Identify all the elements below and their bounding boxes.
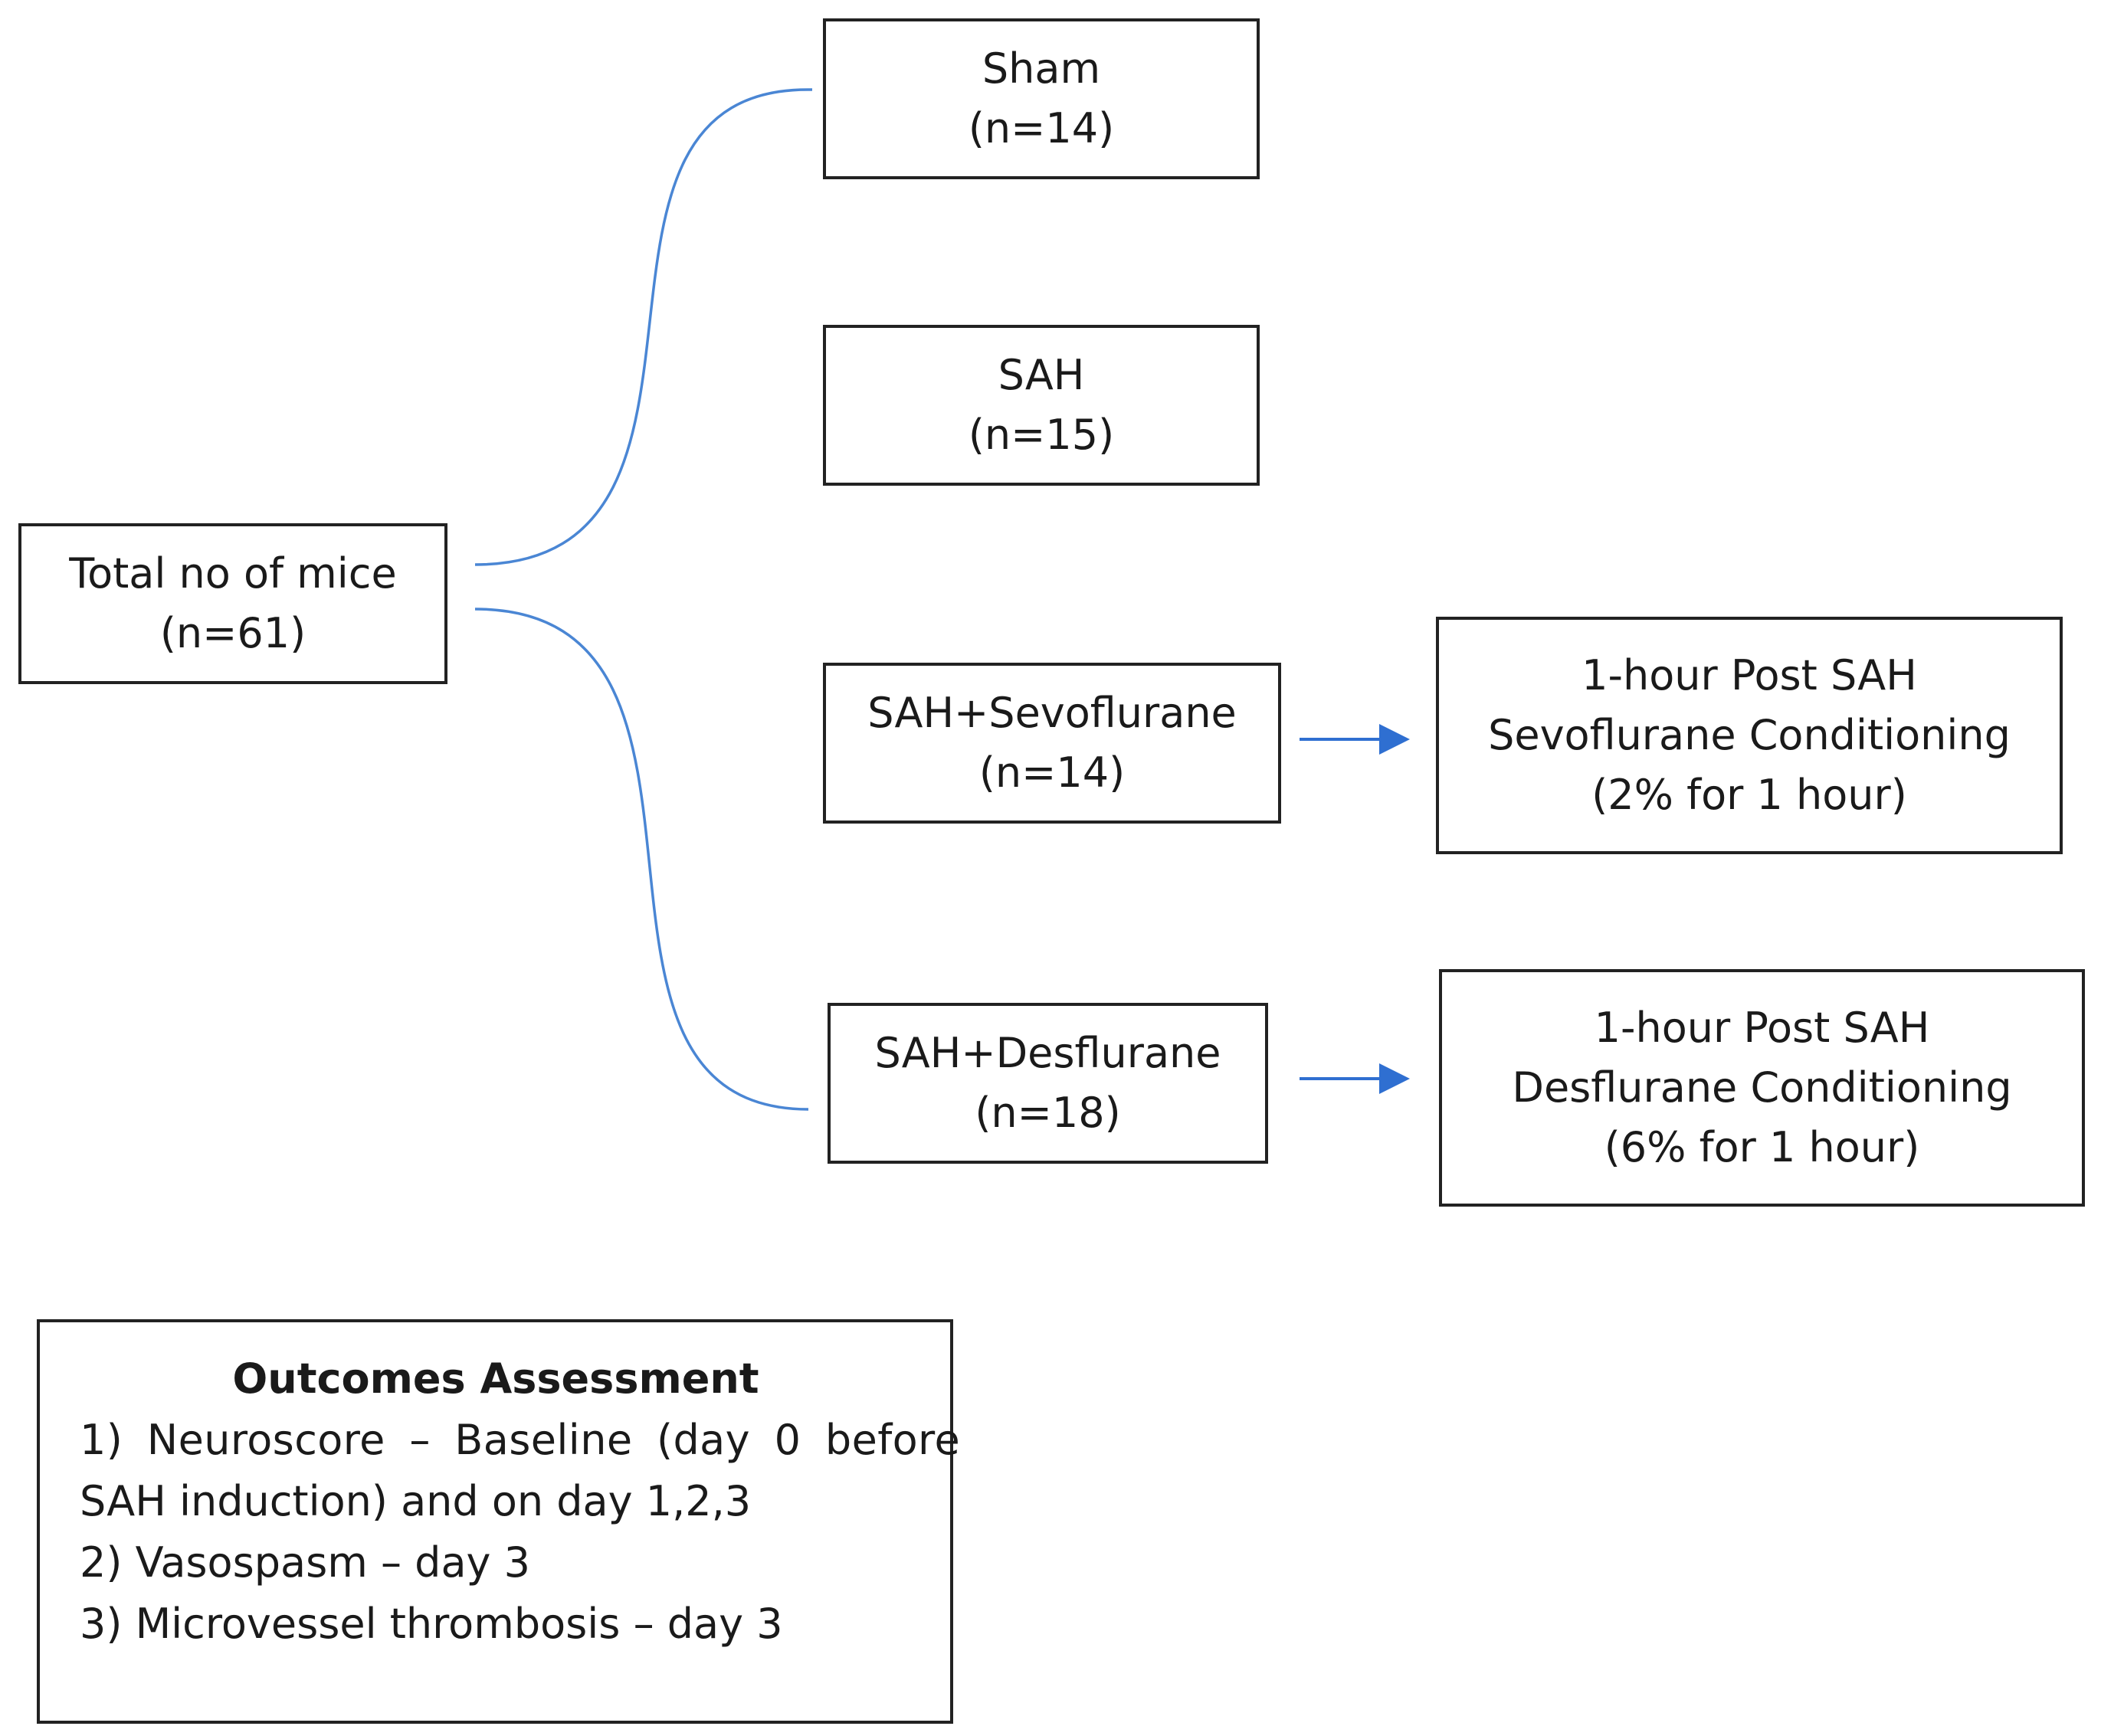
sevoflurane-conditioning-box: 1-hour Post SAH Sevoflurane Conditioning… xyxy=(1436,617,2063,854)
total-mice-box: Total no of mice (n=61) xyxy=(18,523,447,684)
outcomes-heading: Outcomes Assessment xyxy=(232,1354,759,1403)
connector-total-to-sham xyxy=(474,88,813,566)
sah-group-label: SAH xyxy=(998,351,1085,399)
sham-group-count: (n=14) xyxy=(968,104,1115,152)
sevoflurane-conditioning-line2: Sevoflurane Conditioning xyxy=(1488,711,2011,759)
sham-group-box: Sham (n=14) xyxy=(823,18,1260,179)
sah-sevoflurane-count: (n=14) xyxy=(978,748,1126,797)
outcome-item: 3) Microvessel thrombosis – day 3 xyxy=(80,1600,783,1648)
sah-desflurane-count: (n=18) xyxy=(975,1089,1121,1137)
sah-desflurane-label: SAH+Desflurane xyxy=(874,1029,1221,1077)
outcome-item: 2) Vasospasm – day 3 xyxy=(80,1538,531,1587)
outcomes-assessment-box: Outcomes Assessment 1) Neuroscore – Base… xyxy=(37,1319,961,1724)
sah-sevoflurane-group-box: SAH+Sevoflurane (n=14) xyxy=(823,663,1281,824)
sevoflurane-conditioning-line1: 1-hour Post SAH xyxy=(1581,651,1917,699)
outcome-item: SAH induction) and on day 1,2,3 xyxy=(80,1477,752,1525)
sah-sevoflurane-label: SAH+Sevoflurane xyxy=(867,689,1237,737)
sah-desflurane-group-box: SAH+Desflurane (n=18) xyxy=(828,1003,1268,1164)
desflurane-conditioning-box: 1-hour Post SAH Desflurane Conditioning … xyxy=(1439,969,2085,1207)
total-mice-count: (n=61) xyxy=(159,609,306,657)
desflurane-conditioning-line1: 1-hour Post SAH xyxy=(1594,1004,1930,1052)
sah-group-count: (n=15) xyxy=(968,411,1115,459)
outcome-item: 1) Neuroscore – Baseline (day 0 before xyxy=(80,1416,961,1464)
sevoflurane-conditioning-line3: (2% for 1 hour) xyxy=(1591,771,1907,819)
desflurane-conditioning-line3: (6% for 1 hour) xyxy=(1604,1123,1920,1171)
total-mice-label: Total no of mice xyxy=(69,549,397,598)
sah-group-box: SAH (n=15) xyxy=(823,325,1260,486)
desflurane-conditioning-line2: Desflurane Conditioning xyxy=(1512,1063,2012,1112)
connector-total-to-desflurane xyxy=(474,608,809,1111)
sham-group-label: Sham xyxy=(982,44,1101,93)
